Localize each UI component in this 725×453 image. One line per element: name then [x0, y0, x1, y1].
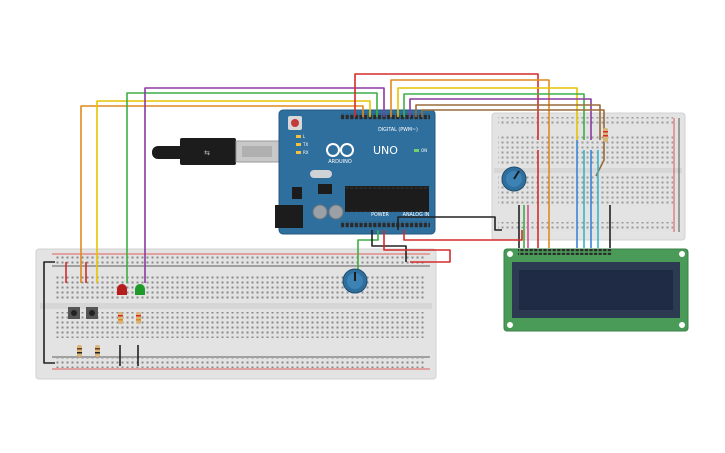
lcd-screen [519, 270, 673, 310]
led-red [117, 284, 127, 295]
rx-label: RX [303, 150, 309, 155]
digital-header [340, 113, 430, 120]
arduino-model: UNO [373, 144, 398, 157]
arduino-logo [326, 143, 354, 157]
potentiometer[interactable] [342, 268, 368, 294]
lcd-display [503, 248, 689, 332]
power-jack [275, 205, 303, 228]
led-green [135, 284, 145, 295]
wires [43, 73, 611, 366]
resistor [136, 312, 141, 324]
power-header-label: POWER [371, 212, 389, 218]
breadboard-main [35, 248, 437, 380]
arduino-brand: ARDUINO [328, 159, 352, 165]
digital-header-label: DIGITAL (PWM~) [378, 127, 418, 133]
arduino-uno: ARDUINO UNO DIGITAL (PWM~) POWER ANALOG … [275, 109, 436, 235]
analog-header-label: ANALOG IN [403, 212, 430, 218]
analog-power-header [340, 221, 430, 228]
atmega-chip [345, 186, 429, 212]
tx-label: TX [302, 142, 308, 147]
pushbutton[interactable] [68, 307, 80, 319]
svg-text:⇆: ⇆ [204, 149, 210, 157]
resistor [95, 345, 100, 357]
usb-cable: ⇆ [152, 138, 281, 165]
pushbutton[interactable] [86, 307, 98, 319]
on-label: ON [421, 148, 427, 153]
breadboard-small [491, 112, 686, 241]
potentiometer[interactable] [501, 166, 527, 192]
resistor [118, 312, 123, 324]
resistor [603, 128, 608, 142]
resistor [77, 345, 82, 357]
l-label: L [303, 134, 306, 139]
